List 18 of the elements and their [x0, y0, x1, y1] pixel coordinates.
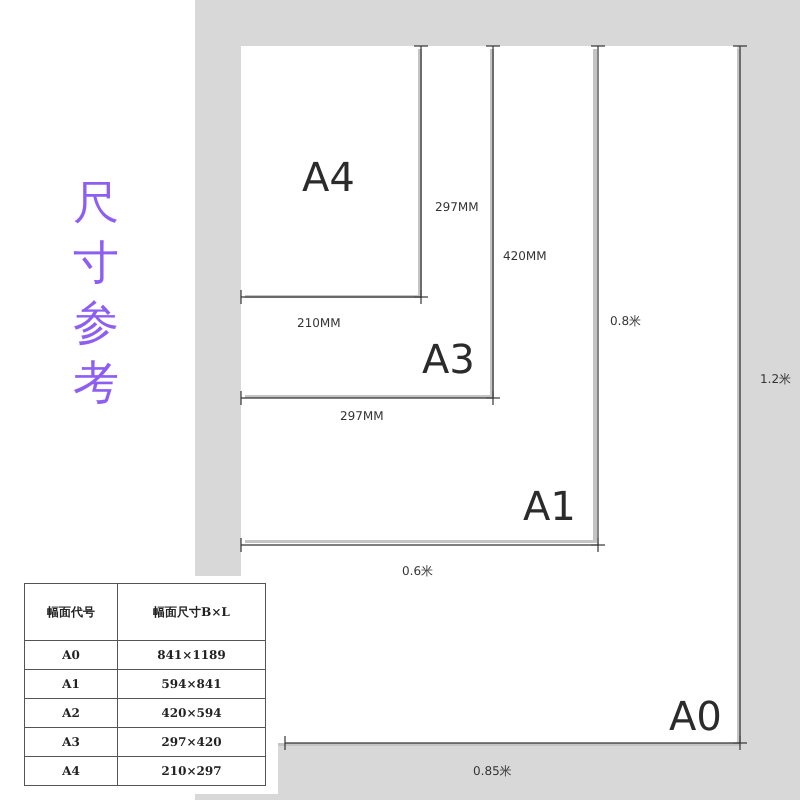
dimension-label: 0.6米: [402, 565, 434, 577]
dimension-label: 0.85米: [473, 765, 512, 777]
sheet-size-label: A0: [669, 697, 722, 737]
dimension-label: 297MM: [340, 410, 384, 422]
dimension-label: 297MM: [435, 201, 479, 213]
table-cell: 210×297: [117, 756, 266, 786]
dimension-label: 1.2米: [760, 373, 792, 385]
sheet-size-label: A1: [523, 487, 576, 527]
dimension-label: 0.8米: [610, 315, 642, 327]
sheet-size-label: A4: [302, 158, 355, 198]
table-header-cell: 幅面代号: [24, 583, 118, 641]
dimension-label: 210MM: [297, 317, 341, 329]
sheet-size-label: A3: [422, 340, 475, 380]
table-header-cell: 幅面尺寸B×L: [117, 583, 266, 641]
title-text: 尺寸参考: [72, 174, 120, 411]
dimension-label: 420MM: [503, 250, 547, 262]
paper-sheet: [241, 46, 737, 743]
table-cell: A4: [24, 756, 118, 786]
